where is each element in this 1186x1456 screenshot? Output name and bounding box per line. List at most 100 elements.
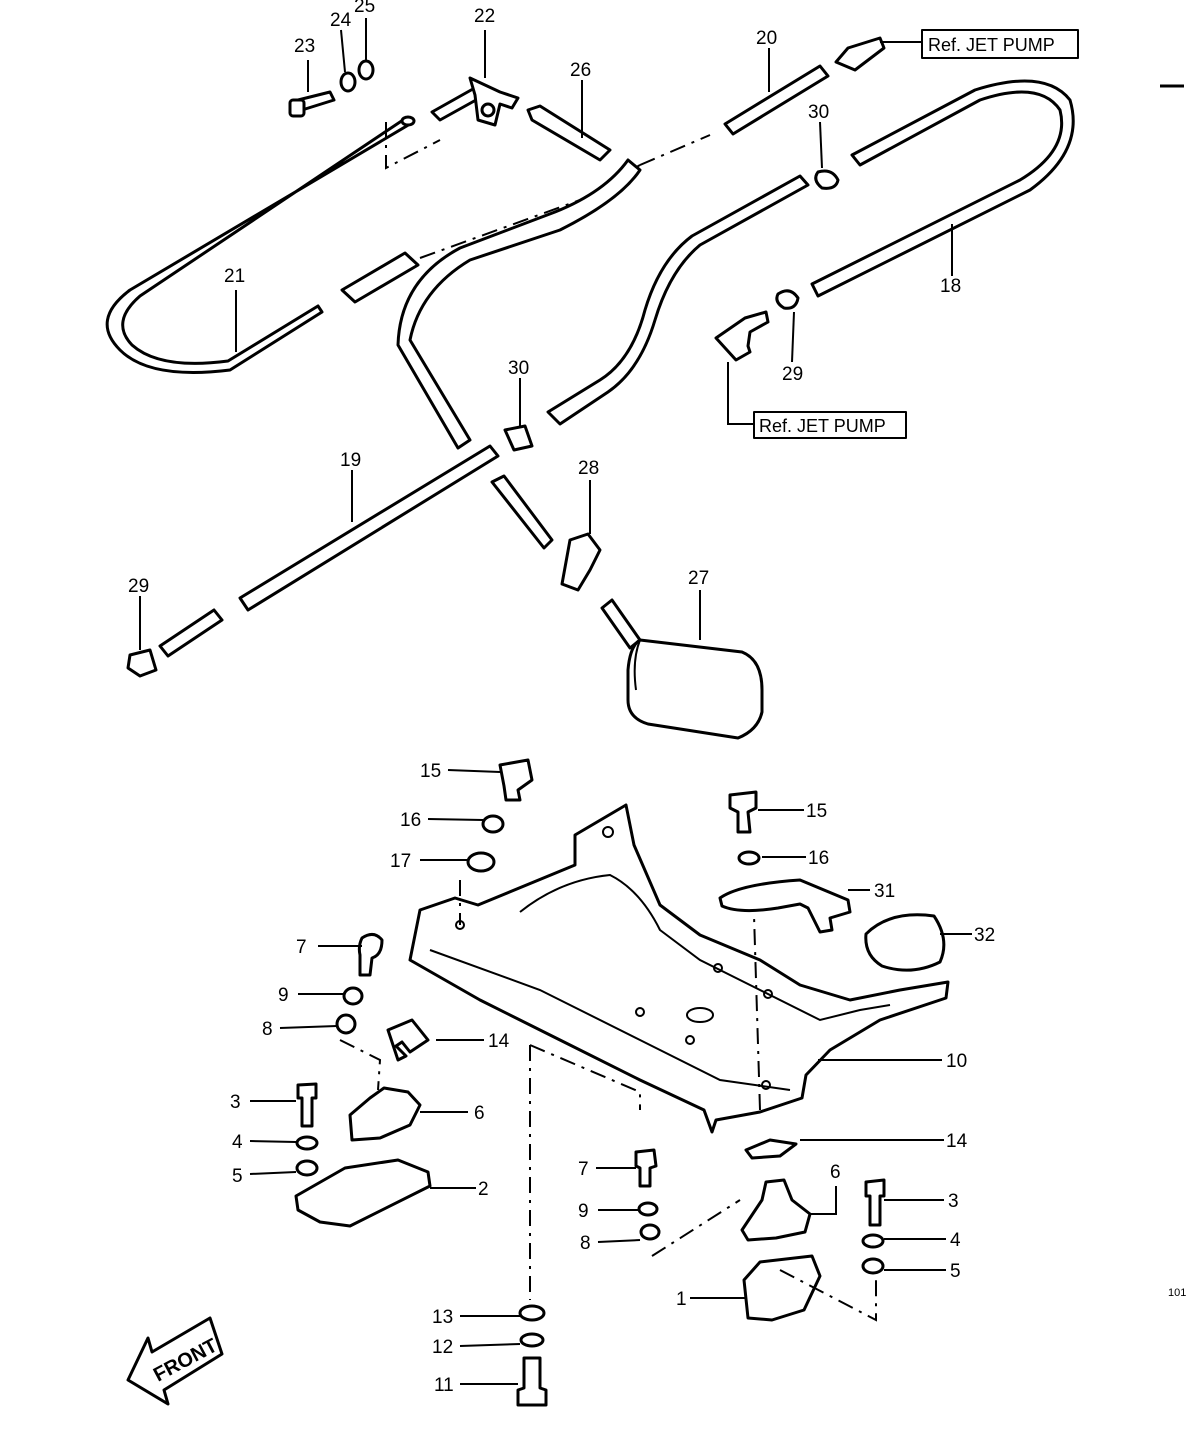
- washer-17: [466, 851, 496, 873]
- plate-hole-7: [761, 1080, 771, 1090]
- bracket-31: [718, 878, 852, 934]
- hose-to-28: [490, 474, 554, 550]
- mount-6-right: [740, 1178, 812, 1242]
- callout-18: 18: [940, 276, 961, 297]
- callout-30-center: 30: [508, 358, 529, 379]
- bolt-23: [288, 90, 336, 118]
- leaders: [139, 18, 972, 1385]
- elbow-fitting: [714, 310, 770, 362]
- callout-4-left: 4: [232, 1132, 243, 1153]
- hose-right-curve: [546, 174, 810, 426]
- hose-26: [526, 104, 612, 162]
- guide-line-1: [385, 122, 441, 170]
- washer-5-right: [861, 1257, 885, 1275]
- ref-label-middle: Ref. JET PUMP: [759, 416, 886, 436]
- bolt-15-right: [728, 790, 758, 834]
- mount-6-left: [348, 1086, 422, 1142]
- callout-1: 1: [676, 1289, 687, 1310]
- ref-box-top: Ref. JET PUMP: [880, 29, 1079, 59]
- guide-line-4: [529, 1044, 641, 1110]
- washer-4-right: [861, 1233, 885, 1249]
- callout-11: 11: [434, 1375, 454, 1396]
- guide-line-7: [779, 1269, 877, 1322]
- washer-8-right: [639, 1223, 661, 1241]
- callout-31: 31: [874, 881, 895, 902]
- bracket-1: [742, 1254, 822, 1322]
- hose-18: [810, 79, 1075, 298]
- callout-14-left: 14: [488, 1031, 510, 1052]
- bolt-3-left: [296, 1082, 318, 1128]
- callout-9-right: 9: [578, 1201, 589, 1222]
- plate-hole-5: [635, 1007, 645, 1017]
- clamp-29-left: [126, 648, 158, 678]
- callout-2: 2: [478, 1179, 489, 1200]
- washer-12: [519, 1332, 545, 1348]
- hose-short-left: [158, 608, 224, 658]
- callout-14-right: 14: [946, 1131, 968, 1152]
- clip-14-right: [744, 1138, 798, 1160]
- guide-line-5: [651, 1199, 741, 1257]
- plate-inner-edge: [429, 949, 791, 1091]
- callout-8-right: 8: [580, 1233, 591, 1254]
- bolt-15-left: [498, 758, 534, 802]
- callout-22: 22: [474, 6, 495, 27]
- bracket-2: [294, 1158, 432, 1228]
- clamp-29-right: [775, 289, 800, 310]
- callout-7-left: 7: [296, 937, 307, 958]
- callout-24: 24: [330, 10, 352, 31]
- hose-21: [105, 116, 412, 374]
- callout-16-left: 16: [400, 810, 421, 831]
- clip-14-left: [386, 1018, 430, 1062]
- washer-25: [357, 59, 375, 81]
- hose-center-left: [340, 251, 420, 304]
- washer-4-left: [295, 1135, 319, 1151]
- callout-12: 12: [432, 1337, 453, 1358]
- clamp-30-right: [814, 169, 840, 190]
- callout-numbers: 23 24 25 22 26 20 30 18 21 29 30 19 28 2…: [128, 0, 995, 1396]
- t-fitting-22: [430, 76, 520, 127]
- callout-6-left: 6: [474, 1103, 485, 1124]
- callout-23: 23: [294, 36, 315, 57]
- callout-26: 26: [570, 60, 591, 81]
- callout-9-left: 9: [278, 985, 289, 1006]
- hose-21-end: [400, 115, 416, 127]
- callout-17: 17: [390, 851, 411, 872]
- plate-inner-trough: [519, 873, 891, 1022]
- plate-hole-4: [763, 989, 773, 999]
- guide-line-2: [339, 1039, 382, 1091]
- washer-8-left: [335, 1013, 357, 1035]
- callout-13: 13: [432, 1307, 453, 1328]
- washer-5-left: [295, 1159, 319, 1177]
- plate-hole-6: [685, 1035, 695, 1045]
- clamp-28: [560, 532, 602, 592]
- hose-main-s: [396, 158, 642, 450]
- bolt-3-right: [864, 1178, 886, 1227]
- callout-19: 19: [340, 450, 361, 471]
- plate-hole-3: [713, 963, 723, 973]
- engine-mount-plate-10: [408, 803, 950, 1134]
- pad-32: [864, 913, 946, 972]
- washer-9-left: [342, 986, 364, 1006]
- bolt-11: [516, 1356, 548, 1407]
- callout-6-right: 6: [830, 1162, 841, 1183]
- hose-19: [238, 444, 500, 612]
- callout-4-right: 4: [950, 1230, 961, 1251]
- washer-16-left: [481, 814, 505, 834]
- callout-8-left: 8: [262, 1019, 273, 1040]
- clamp-30-center: [503, 424, 534, 452]
- plate-hole-big: [686, 1007, 714, 1023]
- dash-hose-center: [419, 164, 641, 259]
- washer-13: [518, 1304, 546, 1322]
- figure-code: 101: [1168, 1287, 1186, 1299]
- plate-hole-2: [602, 826, 614, 838]
- callout-15-left: 15: [420, 761, 441, 782]
- callout-21: 21: [224, 266, 245, 287]
- callout-5-right: 5: [950, 1261, 961, 1282]
- ref-box-middle: Ref. JET PUMP: [727, 362, 907, 439]
- callout-20: 20: [756, 28, 777, 49]
- callout-30-right: 30: [808, 102, 829, 123]
- callout-16-right: 16: [808, 848, 829, 869]
- callout-3-left: 3: [230, 1092, 241, 1113]
- fitting-top-right: [834, 36, 886, 72]
